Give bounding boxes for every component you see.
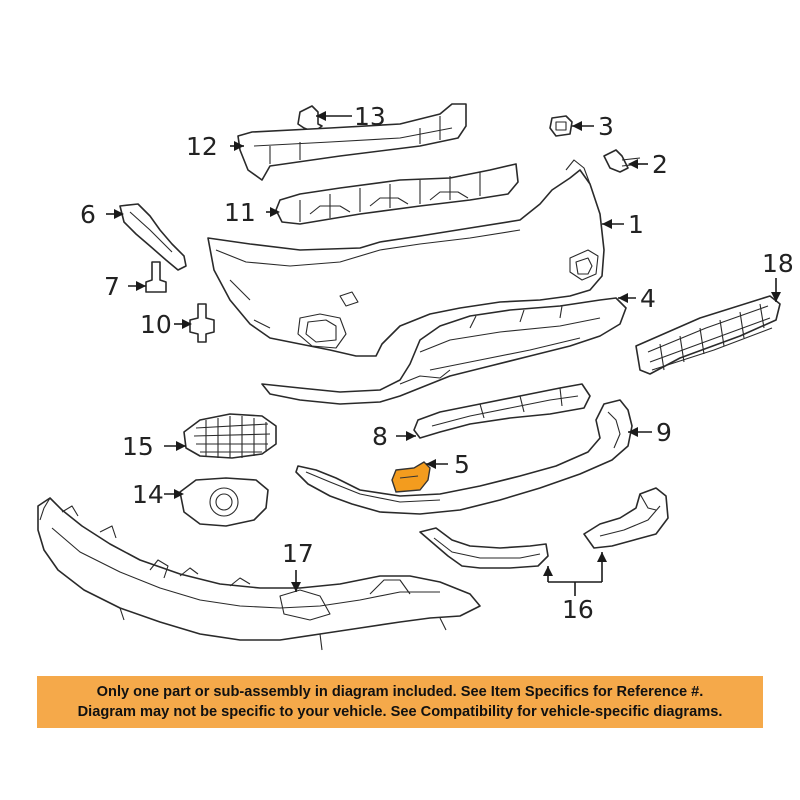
part-1-bumper-fascia	[207, 159, 605, 357]
part-18-grille	[635, 295, 781, 375]
callout-9: 9	[656, 418, 672, 447]
callout-14: 14	[132, 480, 164, 509]
notice-banner: Only one part or sub-assembly in diagram…	[37, 676, 763, 728]
callout-8: 8	[372, 422, 388, 451]
callout-15: 15	[122, 432, 154, 461]
part-17-splash-shield	[37, 497, 481, 651]
notice-line-1: Only one part or sub-assembly in diagram…	[96, 684, 704, 700]
part-3-clip	[549, 115, 573, 137]
part-8-trim-plate	[413, 383, 591, 439]
callout-10: 10	[140, 310, 172, 339]
callout-16: 16	[562, 595, 594, 624]
callout-17: 17	[282, 539, 314, 568]
part-4-skid-plate	[261, 297, 627, 405]
part-12-reinforcement-beam	[237, 103, 467, 181]
callout-5: 5	[454, 450, 470, 479]
callout-3: 3	[598, 112, 614, 141]
part-15-fog-grille	[183, 413, 277, 459]
callout-6: 6	[80, 200, 96, 229]
callout-7: 7	[104, 272, 120, 301]
callout-18: 18	[762, 249, 794, 278]
part-16-left-deflector	[419, 527, 549, 569]
callout-2: 2	[652, 150, 668, 179]
part-2-push-pin	[603, 149, 641, 173]
callout-11: 11	[224, 198, 256, 227]
part-13-bracket	[297, 105, 323, 133]
part-10-bolt	[189, 303, 215, 343]
part-7-bolt	[145, 261, 167, 293]
part-9-lip-moulding	[295, 399, 633, 515]
callout-13: 13	[354, 102, 386, 131]
part-16-right-deflector	[583, 487, 669, 549]
part-14-fog-bezel	[179, 477, 269, 527]
callout-1: 1	[628, 210, 644, 239]
callout-labels: 13 12 3 2 1 11 6 7 10 4 18 8 9 5 15 14 1…	[80, 102, 794, 624]
part-6-bracket	[119, 203, 187, 271]
leader-arrowheads	[114, 111, 781, 592]
callout-12: 12	[186, 132, 218, 161]
part-11-energy-absorber	[275, 163, 519, 225]
part-5-bracket-highlighted	[391, 461, 431, 493]
notice-line-2: Diagram may not be specific to your vehi…	[77, 704, 723, 720]
callout-4: 4	[640, 284, 656, 313]
